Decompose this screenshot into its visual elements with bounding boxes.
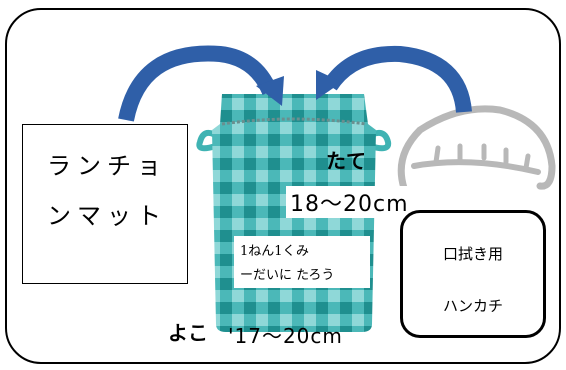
lunch-mat-label: ランチョンマット — [47, 152, 167, 230]
bag-height-value: 18〜20cm — [286, 186, 413, 218]
bag-width-label: よこ — [168, 321, 208, 345]
arrow-head-icon — [256, 76, 284, 106]
bag-height-label: たて — [326, 149, 366, 173]
curved-arrow-icon — [118, 45, 278, 122]
handkerchief-label-line2: ハンカチ — [442, 297, 503, 315]
name-tag-line1: 1ねん1くみ — [240, 244, 310, 259]
curved-arrows — [118, 45, 472, 122]
name-tag — [234, 236, 370, 288]
outer-frame — [5, 8, 561, 364]
name-tag-line2: ーだいに たろう — [240, 268, 335, 283]
handkerchief-label-line1: 口拭き用 — [442, 245, 503, 263]
bag-width-value: '17〜20cm — [228, 324, 343, 348]
curved-arrow-icon — [323, 45, 472, 113]
name-tag-text: 1ねん1くみ ーだいに たろう — [240, 240, 368, 292]
arrow-head-icon — [316, 70, 342, 100]
lunch-box-lid-icon — [397, 105, 556, 192]
lunch-mat-card: ランチョンマット — [22, 124, 188, 284]
handkerchief-card: 口拭き用 ハンカチ — [400, 210, 546, 338]
